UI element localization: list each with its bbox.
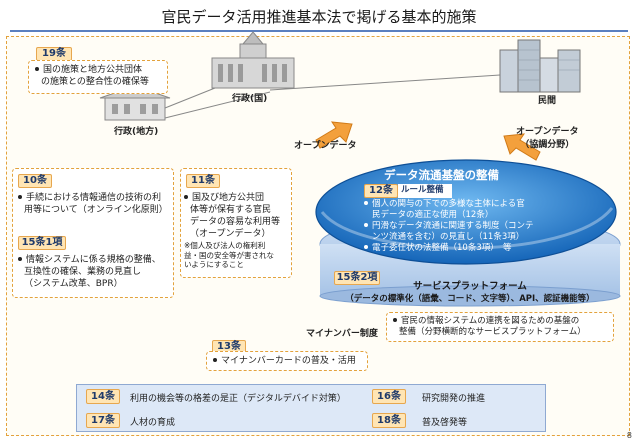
service-platform-line: サービスプラットフォーム [413,281,527,292]
title-underline [10,30,628,32]
article-12-line: 円滑なデータ流通に関連する制度（コンテ [372,221,534,231]
page-title: 官民データ活用推進基本法で掲げる基本的施策 [161,8,477,26]
private-label: 民間 [538,96,557,106]
bottom-panel [76,384,546,432]
office-buildings-icon [499,39,581,93]
service-platform-line: （データの標準化（語彙、コード、文字等）、API、認証機能等） [345,294,595,304]
arrow-icon [315,121,541,161]
article-11-badge: 11条 [186,174,220,188]
article-12-line: 電子委任状の法整備（10条3項） 等 [372,243,512,253]
article-10-line: 用等について（オンライン化原則） [24,205,168,215]
article-19-badge: 19条 [36,47,72,61]
article-11-line: 国及び地方公共団 [192,193,265,203]
article-11-note: 益・国の安全等が害されな [184,250,274,260]
article-16-text: 研究開発の推進 [422,394,486,404]
article-12-line: 民データの適正な使用（12条） [372,210,494,220]
open-data-right-label: オープンデータ （協調分野） [516,124,578,150]
article-14-text: 利用の機会等の格差の是正（デジタルデバイド対策） [130,394,346,404]
article-15-2-line: 整備（分野横断的なサービスプラットフォーム） [399,327,586,337]
article-17-text: 人材の育成 [130,418,176,428]
article-11-line: 体等が保有する官民 [190,205,272,215]
article-11-text: 国及び地方公共団 体等が保有する官民 データの容易な利用等 （オープンデータ） [184,192,292,240]
service-platform-label: サービスプラットフォーム （データの標準化（語彙、コード、文字等）、API、認証… [330,278,610,304]
gov-national-label: 行政(国) [232,94,268,104]
open-data-left-label: オープンデータ [294,141,357,151]
article-15-1-line: 情報システムに係る規格の整備、 [26,255,161,265]
article-15-1-line: 互換性の確保、業務の見直し [24,267,142,277]
article-18-text: 普及啓発等 [422,418,468,428]
article-12-badge: 12条 [364,184,398,198]
article-11-note: いようにすること [184,260,244,269]
mynumber-label: マイナンバー制度 [306,329,378,339]
article-15-2-badge: 15条2項 [334,271,380,285]
left-panel [12,168,174,298]
article-15-1-text: 情報システムに係る規格の整備、 互換性の確保、業務の見直し （システム改革、BP… [18,254,174,290]
article-18-badge: 18条 [372,413,406,428]
open-data-right-line: オープンデータ [516,127,579,137]
article-16-badge: 16条 [372,389,406,404]
data-platform-title: データ流通基盤の整備 [384,168,499,182]
article-10-line: 手続における情報通信の技術の利 [26,193,162,203]
article-13-note: マイナンバーカードの普及・活用 [206,351,368,371]
open-data-right-line: （協調分野） [520,140,575,150]
gov-local-label: 行政(地方) [114,127,159,137]
page-number: 8 [626,431,632,440]
article-13-line: マイナンバーカードの普及・活用 [221,356,356,366]
article-15-2-note: 官民の情報システムの連携を図るための基盤の 整備（分野横断的なサービスプラットフ… [386,312,614,342]
article-11-caution: ※個人及び法人の権利利 益・国の安全等が害されな いようにすること [184,241,292,270]
article-15-1-line: （システム改革、BPR） [24,279,123,289]
article-11-line: （オープンデータ） [190,229,271,239]
article-19-line: 国の施策と地方公共団体 [43,65,143,75]
article-12-line: 個人の関与の下での多様な主体による官 [372,199,525,209]
article-12-line: ンツ流通を含む）の見直し（11条3項） [372,232,525,242]
rule-label: ルール整備 [398,184,452,198]
article-11-line: データの容易な利用等 [190,217,281,227]
article-10-badge: 10条 [18,174,52,188]
article-15-1-badge: 15条1項 [18,236,66,250]
article-17-badge: 17条 [86,413,120,428]
article-10-text: 手続における情報通信の技術の利 用等について（オンライン化原則） [18,192,174,216]
article-14-badge: 14条 [86,389,120,404]
article-12-text: 個人の関与の下での多様な主体による官 民データの適正な使用（12条） 円滑なデー… [364,199,584,254]
article-11-note: ※個人及び法人の権利利 [184,241,266,250]
government-building-icon [211,31,295,89]
article-19-line: の施策との整合性の確保等 [41,77,149,87]
article-19-note: 国の施策と地方公共団体 の施策との整合性の確保等 [28,60,168,94]
article-15-2-line: 官民の情報システムの連携を図るための基盤の [401,316,580,326]
